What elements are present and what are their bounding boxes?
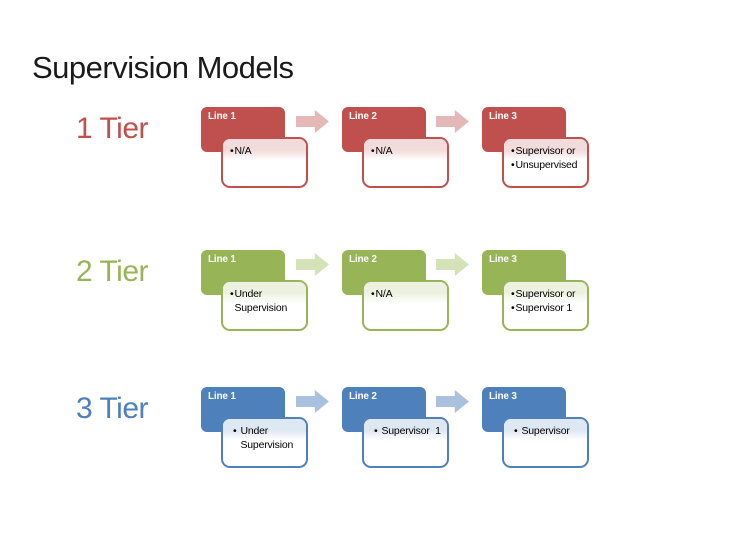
slide-title: Supervision Models <box>32 50 294 85</box>
step-title: Line 1 <box>208 254 236 265</box>
bullet-list: • Under Supervision <box>233 424 303 463</box>
step-title: Line 2 <box>349 391 377 402</box>
step-body: • Supervisor or • Unsupervised <box>502 137 589 188</box>
bullet-text: N/A <box>234 145 252 157</box>
bullet-item: • Supervisor 1 <box>511 301 584 315</box>
process-step: Line 1 • Under Supervision <box>201 387 311 487</box>
bullet-item: • Supervisor or <box>511 287 584 301</box>
tier-label: 2 Tier <box>75 255 149 288</box>
bullet-icon: • <box>511 159 515 172</box>
process-step: Line 1 • N/A <box>201 107 311 207</box>
bullet-item: • N/A <box>371 287 444 301</box>
step-body-band <box>364 139 447 160</box>
bullet-list: • Supervisor or • Supervisor 1 <box>511 287 584 326</box>
bullet-list: • N/A <box>230 144 303 183</box>
bullet-icon: • <box>230 145 234 157</box>
step-title: Line 1 <box>208 391 236 402</box>
step-title: Line 2 <box>349 111 377 122</box>
step-body: • N/A <box>221 137 308 188</box>
tier-row-2: 2 Tier Line 1 • Under Supervision Line 2 <box>0 248 740 358</box>
process-step: Line 2 • N/A <box>342 107 452 207</box>
bullet-icon: • <box>371 288 375 300</box>
step-body: • N/A <box>362 280 449 331</box>
tier-row-3: 3 Tier Line 1 • Under Supervision Line 2 <box>0 385 740 495</box>
bullet-item: • Supervisor <box>514 424 584 438</box>
bullet-text: Under Supervision <box>240 425 294 452</box>
step-title: Line 2 <box>349 254 377 265</box>
bullet-icon: • <box>371 145 375 157</box>
bullet-icon: • <box>230 288 234 300</box>
step-body: • N/A <box>362 137 449 188</box>
process-step: Line 3 • Supervisor <box>482 387 592 487</box>
bullet-text: Supervisor <box>521 425 570 437</box>
process-step: Line 3 • Supervisor or • Supervisor 1 <box>482 250 592 350</box>
bullet-icon: • <box>511 302 515 315</box>
step-body-band <box>504 139 587 160</box>
bullet-item: • Unsupervised <box>511 158 584 172</box>
step-body: • Supervisor or • Supervisor 1 <box>502 280 589 331</box>
step-body: • Under Supervision <box>221 417 308 468</box>
step-body-band <box>504 282 587 303</box>
bullet-text: Under Supervision <box>234 288 288 315</box>
bullet-text: N/A <box>375 288 393 300</box>
tier-row-1: 1 Tier Line 1 • N/A Line 2 <box>0 105 740 215</box>
step-body-band <box>223 419 306 440</box>
process-step: Line 2 • Supervisor 1 <box>342 387 452 487</box>
step-title: Line 3 <box>489 254 517 265</box>
bullet-item: • Supervisor or <box>511 144 584 158</box>
bullet-list: • Supervisor or • Unsupervised <box>511 144 584 183</box>
bullet-list: • Under Supervision <box>230 287 303 326</box>
bullet-list: • N/A <box>371 144 444 183</box>
bullet-list: • Supervisor 1 <box>374 424 444 463</box>
bullet-icon: • <box>233 425 237 437</box>
bullet-icon: • <box>374 425 378 437</box>
bullet-list: • N/A <box>371 287 444 326</box>
step-body: • Supervisor 1 <box>362 417 449 468</box>
tier-label: 1 Tier <box>75 112 149 145</box>
bullet-text: Supervisor 1 <box>515 302 573 315</box>
tier-label: 3 Tier <box>75 392 149 425</box>
bullet-text: Supervisor or <box>515 145 576 157</box>
bullet-item: • N/A <box>371 144 444 158</box>
step-title: Line 3 <box>489 391 517 402</box>
process-step: Line 1 • Under Supervision <box>201 250 311 350</box>
step-body: • Supervisor <box>502 417 589 468</box>
process-step: Line 3 • Supervisor or • Unsupervised <box>482 107 592 207</box>
step-title: Line 1 <box>208 111 236 122</box>
bullet-icon: • <box>511 288 515 300</box>
bullet-text: Unsupervised <box>515 159 578 172</box>
bullet-item: • Under Supervision <box>230 287 303 315</box>
bullet-text: N/A <box>375 145 393 157</box>
bullet-text: Supervisor or <box>515 288 576 300</box>
process-step: Line 2 • N/A <box>342 250 452 350</box>
step-body: • Under Supervision <box>221 280 308 331</box>
step-body-band <box>223 139 306 160</box>
step-body-band <box>364 282 447 303</box>
bullet-text: Supervisor 1 <box>381 425 441 437</box>
bullet-icon: • <box>511 145 515 157</box>
step-body-band <box>364 419 447 440</box>
bullet-item: • Supervisor 1 <box>374 424 444 438</box>
bullet-icon: • <box>514 425 518 437</box>
bullet-item: • Under Supervision <box>233 424 303 452</box>
step-title: Line 3 <box>489 111 517 122</box>
step-body-band <box>504 419 587 440</box>
bullet-item: • N/A <box>230 144 303 158</box>
step-body-band <box>223 282 306 303</box>
bullet-list: • Supervisor <box>514 424 584 463</box>
